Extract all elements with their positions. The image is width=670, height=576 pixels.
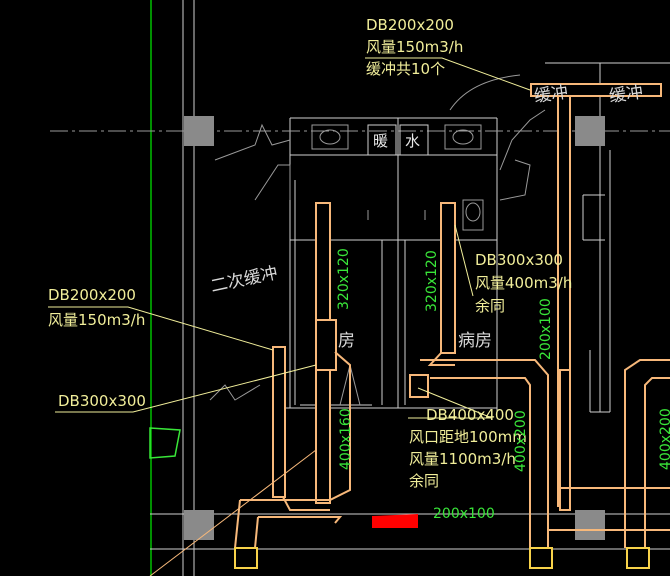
dimension-labels: 320x120 320x120 200x100 400x160 400x200 … bbox=[336, 248, 670, 522]
right-duct-flow: 风量400m3/h bbox=[475, 274, 572, 292]
top-duct-flow: 风量150m3/h bbox=[366, 38, 463, 56]
fixture-tag-right: 水 bbox=[405, 132, 420, 150]
sanitary-fixtures bbox=[311, 124, 484, 231]
room-label-secondary-buffer: 二次缓冲 bbox=[209, 263, 280, 297]
right-duct-size: DB300x300 bbox=[475, 251, 563, 269]
duct-vertical-mid bbox=[440, 202, 456, 354]
top-duct-note: 缓冲共10个 bbox=[366, 60, 445, 78]
annotation-right: DB300x300 风量400m3/h 余同 bbox=[475, 251, 572, 315]
dim-vertical-mid: 320x120 bbox=[424, 250, 440, 312]
fixture-tag-left: 暖 bbox=[373, 132, 388, 150]
door-swings bbox=[209, 74, 546, 406]
center-duct-flow: 风量1100m3/h bbox=[409, 450, 516, 468]
structural-columns bbox=[184, 116, 605, 540]
duct-top-horizontal bbox=[530, 83, 662, 97]
right-duct-note: 余同 bbox=[475, 297, 505, 315]
center-duct-size: DB400x400 bbox=[426, 406, 514, 424]
annotation-center: DB400x400 风口距地100mm 风量1100m3/h 余同 bbox=[409, 406, 527, 490]
center-duct-height: 风口距地100mm bbox=[409, 428, 527, 446]
ductwork bbox=[234, 83, 670, 569]
left-duct-size: DB200x200 bbox=[48, 286, 136, 304]
top-duct-size: DB200x200 bbox=[366, 16, 454, 34]
dim-vertical-lower-mid: 400x200 bbox=[513, 410, 529, 472]
annotation-top: DB200x200 风量150m3/h 缓冲共10个 bbox=[366, 16, 463, 78]
dim-vertical-lower-left: 400x160 bbox=[338, 408, 354, 470]
room-label-buffer-a: 缓冲 bbox=[533, 82, 569, 107]
left-lower-duct-size: DB300x300 bbox=[58, 392, 146, 410]
left-duct-flow: 风量150m3/h bbox=[48, 311, 145, 329]
room-label-buffer-b: 缓冲 bbox=[608, 82, 644, 107]
dim-vertical-right: 200x100 bbox=[538, 298, 554, 360]
airflow-arrow-icon bbox=[372, 514, 418, 528]
room-label-ward: 病房 bbox=[458, 331, 492, 351]
dim-vertical-far-right: 400x200 bbox=[658, 408, 670, 470]
diagonal-line bbox=[149, 449, 317, 576]
dim-horizontal-bottom: 200x100 bbox=[433, 506, 495, 522]
leader-lines bbox=[48, 57, 531, 576]
annotation-left-lower: DB300x300 bbox=[58, 392, 146, 410]
duct-vertical-small bbox=[272, 346, 286, 498]
room-label-a: 房 bbox=[338, 331, 355, 351]
fixture-tags: 暖 水 bbox=[367, 124, 429, 156]
dim-vertical-left: 320x120 bbox=[336, 248, 352, 310]
equipment-symbol bbox=[149, 427, 181, 459]
center-duct-note: 余同 bbox=[409, 472, 439, 490]
annotation-left: DB200x200 风量150m3/h bbox=[48, 286, 145, 329]
